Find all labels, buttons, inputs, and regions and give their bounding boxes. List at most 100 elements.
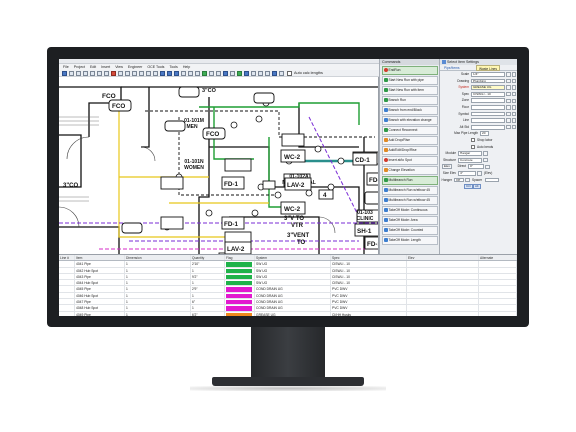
max-pipe-input[interactable]: 20 <box>480 131 489 137</box>
spacer-input[interactable] <box>485 177 499 183</box>
command-branch-from-end[interactable]: Branch from end/Block <box>381 105 438 115</box>
elev-button[interactable]: Elev <box>442 164 452 170</box>
command-takeoff-counted[interactable]: TakeOff Mode: Counted <box>381 225 438 235</box>
line-select[interactable] <box>471 118 505 123</box>
link-icon[interactable] <box>265 71 270 76</box>
undo-icon[interactable] <box>83 71 88 76</box>
arrow-up-icon[interactable] <box>174 71 179 76</box>
zoom-in-icon[interactable] <box>118 71 123 76</box>
tab-pipe-items[interactable]: Pipe/Items <box>444 66 460 70</box>
scale-dropdown-icon[interactable] <box>506 72 511 77</box>
command-multibranch-45a[interactable]: Multibranch Run w/elbow 45 <box>381 185 438 195</box>
pan-icon[interactable] <box>132 71 137 76</box>
command-branch-elevation[interactable]: Branch with elevation change <box>381 115 438 125</box>
direct-input[interactable]: 0" <box>468 164 484 170</box>
save-icon[interactable] <box>62 71 67 76</box>
scale-edit-icon[interactable] <box>511 72 516 77</box>
structure-dropdown-icon[interactable] <box>483 157 488 163</box>
tab-waste-lines[interactable]: Waste Lines <box>476 65 501 71</box>
arrow-right-icon[interactable] <box>167 71 172 76</box>
grid-icon[interactable] <box>209 71 214 76</box>
redo-icon[interactable] <box>90 71 95 76</box>
floor-select[interactable] <box>471 104 505 110</box>
fill-icon[interactable] <box>216 71 221 76</box>
drawing-edit-icon[interactable] <box>511 78 516 84</box>
command-end-run[interactable]: EndRun <box>381 65 438 75</box>
menu-engineer[interactable]: Engineer <box>127 65 143 69</box>
shop-labor-checkbox[interactable] <box>471 138 475 143</box>
spec-dropdown-icon[interactable] <box>506 91 511 97</box>
cut-icon[interactable] <box>146 71 151 76</box>
arrow-icon[interactable] <box>153 71 158 76</box>
menu-view[interactable]: View <box>115 65 123 69</box>
floor-dropdown-icon[interactable] <box>506 105 511 110</box>
floor-edit-icon[interactable] <box>511 105 516 110</box>
command-edit-drop-rise[interactable]: Add/Edit/Drop/Rise <box>381 145 438 155</box>
copy-icon[interactable] <box>97 71 102 76</box>
size-elev-dropdown-icon[interactable] <box>477 171 482 176</box>
settings-icon[interactable] <box>272 71 277 76</box>
command-takeoff-continuous[interactable]: TakeOff Mode: Continuous <box>381 205 438 215</box>
info-icon[interactable] <box>244 71 249 76</box>
command-change-elevation[interactable]: Change Elevation <box>381 165 438 175</box>
alt-std-dropdown-icon[interactable] <box>506 124 511 130</box>
hanger-select[interactable]: Off <box>454 177 464 183</box>
window-titlebar[interactable] <box>59 59 517 64</box>
spec-select[interactable]: CISW/LI - 10 <box>471 91 505 97</box>
direct-dropdown-icon[interactable] <box>485 164 490 169</box>
spec-edit-icon[interactable] <box>511 91 516 97</box>
module-dropdown-icon[interactable] <box>483 151 488 156</box>
alt-button[interactable]: Alt <box>473 184 481 190</box>
auto-calc-checkbox[interactable] <box>287 71 292 76</box>
symbol-dropdown-icon[interactable] <box>506 111 511 117</box>
snap-icon[interactable] <box>223 71 228 76</box>
col-spec[interactable]: Spec <box>331 255 407 261</box>
col-flag[interactable]: Flag <box>225 255 255 261</box>
alt-std-edit-icon[interactable] <box>511 124 516 130</box>
command-add-drop-rise[interactable]: Add Drop/Rise <box>381 135 438 145</box>
command-new-run-pipe[interactable]: Start New Run with pipe <box>381 75 438 85</box>
command-branch-run[interactable]: Branch Run <box>381 95 438 105</box>
col-elev[interactable]: Elev <box>407 255 479 261</box>
run-icon[interactable] <box>237 71 242 76</box>
structure-select[interactable]: Concrete <box>458 157 482 163</box>
auto-bends-checkbox[interactable] <box>471 145 475 150</box>
hanger-dropdown-icon[interactable] <box>465 177 470 183</box>
symbol-select[interactable] <box>471 111 505 117</box>
system-edit-icon[interactable] <box>511 85 516 90</box>
command-multibranch-45b[interactable]: Multibranch Run w/elbow 45 <box>381 195 438 205</box>
zoom-out-icon[interactable] <box>125 71 130 76</box>
command-takeoff-area[interactable]: TakeOff Mode: Area <box>381 215 438 225</box>
line-dropdown-icon[interactable] <box>506 118 511 123</box>
command-new-run-item[interactable]: Start New Run with item <box>381 85 438 95</box>
scale-select[interactable]: 1/4" <box>471 72 505 77</box>
size-elev-input[interactable]: 4" <box>458 170 476 176</box>
print-icon[interactable] <box>258 71 263 76</box>
system-dropdown-icon[interactable] <box>506 85 511 90</box>
check-icon[interactable] <box>202 71 207 76</box>
zone-select[interactable] <box>471 98 505 104</box>
bracket-icon[interactable] <box>181 71 186 76</box>
line-edit-icon[interactable] <box>511 118 516 123</box>
drawing-select[interactable]: Plumbing Underground <box>471 78 505 84</box>
menu-tools[interactable]: Tools <box>169 65 178 69</box>
zone-edit-icon[interactable] <box>511 98 516 104</box>
zone-dropdown-icon[interactable] <box>506 98 511 104</box>
stop-icon[interactable] <box>111 71 116 76</box>
col-alternate[interactable]: Alternate <box>479 255 517 261</box>
arrow-left-icon[interactable] <box>160 71 165 76</box>
col-system[interactable]: System <box>255 255 331 261</box>
system-select[interactable]: GREASE UG <box>471 85 505 90</box>
command-multibranch-run[interactable]: Multibranch Run <box>381 175 438 185</box>
text-icon[interactable] <box>188 71 193 76</box>
col-quantity[interactable]: Quantity <box>191 255 225 261</box>
col-item[interactable]: Item <box>75 255 125 261</box>
